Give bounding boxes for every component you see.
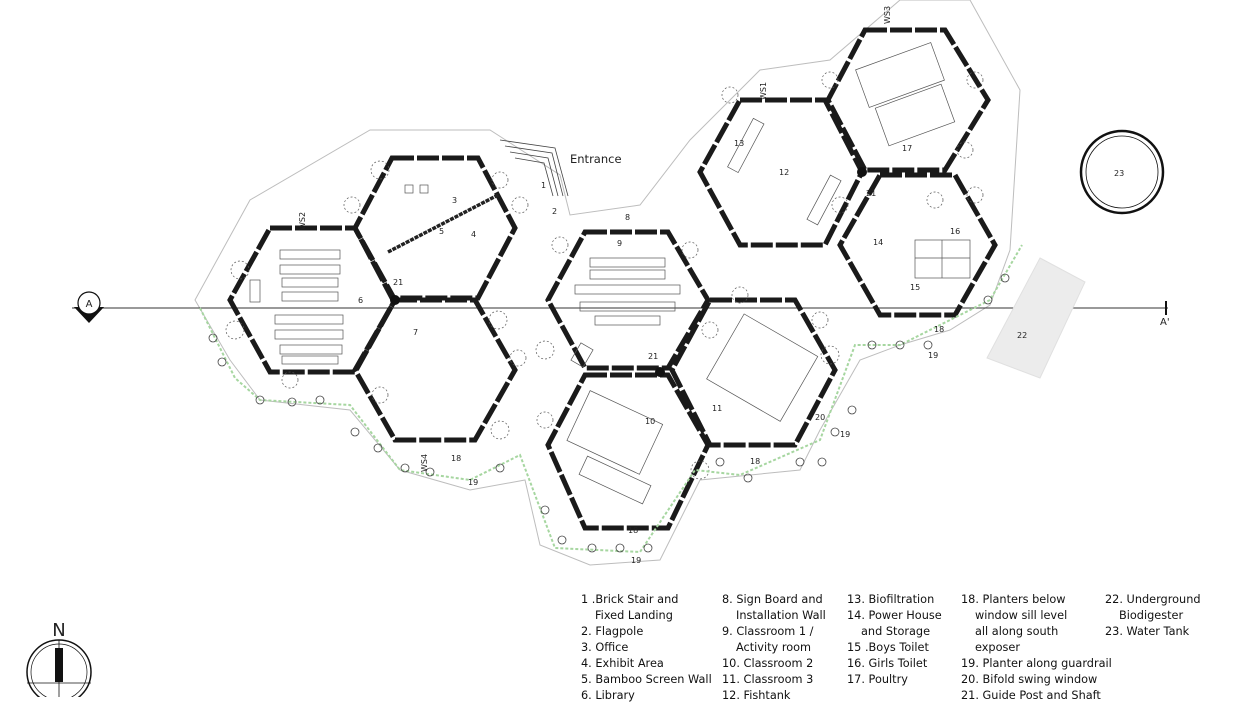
window-tag-ws3: WS3	[883, 6, 892, 24]
room-number: 23	[1114, 169, 1124, 178]
room-number: 18	[451, 454, 461, 463]
room-number: 14	[873, 238, 883, 247]
room-number: 10	[645, 417, 655, 426]
legend-item: Fixed Landing	[595, 609, 673, 622]
legend-item: 8. Sign Board and	[722, 593, 823, 606]
legend-item: all along south	[975, 625, 1059, 638]
legend-item: 19. Planter along guardrail	[961, 657, 1112, 670]
hex-entry	[352, 297, 518, 443]
room-numbers: 1 2 3 4 5 6 7 8 9 10 11 12 13 14 15 16 1…	[358, 139, 1124, 565]
legend-item: 14. Power House	[847, 609, 942, 622]
legend-item: 13. Biofiltration	[847, 593, 935, 606]
site-boundary	[194, 0, 1021, 566]
legend-item: 21. Guide Post and Shaft	[961, 689, 1101, 702]
room-number: 21	[866, 189, 876, 198]
window-swings	[225, 71, 984, 480]
legend-item: 1 .Brick Stair and	[581, 593, 679, 606]
room-number: 13	[734, 139, 744, 148]
room-number: 20	[815, 413, 825, 422]
planter-shrubs	[208, 273, 1010, 553]
legend-item: exposer	[975, 641, 1020, 654]
legend-item: 16. Girls Toilet	[847, 657, 928, 670]
window-tag-ws2: WS2	[298, 212, 307, 230]
legend-item: 22. Underground	[1105, 593, 1201, 606]
room-number: 19	[928, 351, 938, 360]
room-number: 19	[840, 430, 850, 439]
section-marker-a-end: A'	[1160, 317, 1170, 328]
legend-item: 11. Classroom 3	[722, 673, 814, 686]
room-number: 9	[617, 239, 622, 248]
legend-item: 3. Office	[581, 641, 629, 654]
room-number: 7	[413, 328, 418, 337]
legend-column-1: 1 .Brick Stair and Fixed Landing 2. Flag…	[581, 592, 712, 704]
room-number: 22	[1017, 331, 1027, 340]
hex-classroom2	[545, 372, 711, 531]
legend-item: 6. Library	[581, 689, 635, 702]
window-tag-ws4: WS4	[420, 454, 429, 472]
legend-item: 18. Planters below	[961, 593, 1066, 606]
section-marker-a: A	[86, 299, 93, 310]
window-tags: WS2 WS1 WS3 WS4	[298, 6, 892, 472]
legend-item: 17. Poultry	[847, 673, 908, 686]
room-number: 15	[910, 283, 920, 292]
hex-fishtank	[697, 97, 865, 248]
room-number: 18	[628, 526, 638, 535]
section-line	[72, 291, 1168, 323]
room-number: 19	[468, 478, 478, 487]
room-number: 3	[452, 196, 457, 205]
biodigester-area	[986, 257, 1086, 379]
room-number: 8	[625, 213, 630, 222]
legend-item: 9. Classroom 1 /	[722, 625, 814, 638]
legend-item: 2. Flagpole	[581, 625, 644, 638]
room-number: 19	[631, 556, 641, 565]
room-number: 16	[950, 227, 960, 236]
legend-item: 23. Water Tank	[1105, 625, 1190, 638]
hex-toilets	[837, 172, 998, 318]
room-number: 6	[358, 296, 363, 305]
entrance-label: Entrance	[570, 152, 622, 166]
legend-item: 10. Classroom 2	[722, 657, 814, 670]
hex-classroom3	[669, 297, 838, 448]
window-tag-ws1: WS1	[759, 82, 768, 100]
bamboo-screen-wall	[387, 193, 499, 254]
hex-office	[352, 155, 518, 301]
legend-item: Installation Wall	[736, 609, 826, 622]
legend-item: 4. Exhibit Area	[581, 657, 664, 670]
legend-column-3: 13. Biofiltration 14. Power House and St…	[847, 592, 942, 688]
legend-column-2: 8. Sign Board and Installation Wall 9. C…	[722, 592, 826, 704]
hex-classroom1	[545, 229, 711, 371]
hex-poultry	[825, 27, 991, 173]
room-number: 1	[541, 181, 546, 190]
legend-item: 15 .Boys Toilet	[847, 641, 929, 654]
room-number: 17	[902, 144, 912, 153]
building-walls	[227, 27, 998, 531]
water-tank	[1079, 129, 1165, 215]
room-number: 2	[552, 207, 557, 216]
legend-item: 12. Fishtank	[722, 689, 791, 702]
room-number: 21	[648, 352, 658, 361]
legend-item: Biodigester	[1119, 609, 1184, 622]
guardrail-planter	[199, 244, 1023, 554]
room-number: 4	[471, 230, 476, 239]
legend-column-5: 22. Underground Biodigester 23. Water Ta…	[1105, 592, 1201, 640]
room-number: 5	[439, 227, 444, 236]
legend-item: Activity room	[736, 641, 812, 654]
legend-item: 5. Bamboo Screen Wall	[581, 673, 712, 686]
room-number: 11	[712, 404, 722, 413]
furniture	[249, 42, 971, 505]
hex-library	[227, 225, 398, 375]
legend-item: window sill level	[975, 609, 1068, 622]
legend-item: and Storage	[861, 625, 931, 638]
room-number: 12	[779, 168, 789, 177]
room-number: 21	[393, 278, 403, 287]
room-number: 18	[934, 325, 944, 334]
room-number: 18	[750, 457, 760, 466]
guide-posts	[390, 167, 867, 377]
north-arrow	[26, 639, 92, 697]
north-label: N	[52, 620, 65, 641]
legend-column-4: 18. Planters below window sill level all…	[961, 592, 1112, 704]
entrance-stair	[499, 139, 569, 197]
legend-item: 20. Bifold swing window	[961, 673, 1098, 686]
